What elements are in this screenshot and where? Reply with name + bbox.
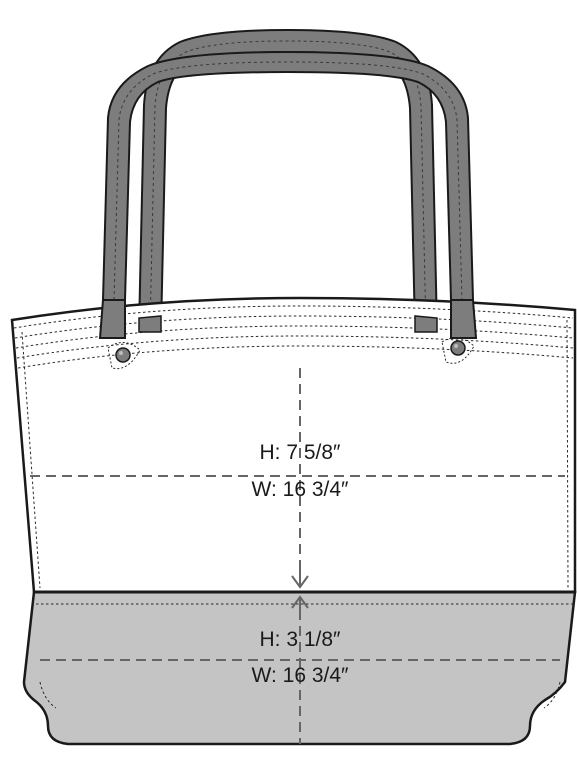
upper-width-label: W: 16 3/4″ bbox=[251, 478, 349, 501]
arrow-up-icon bbox=[291, 595, 309, 616]
front-handle bbox=[98, 50, 478, 339]
upper-height-label: H: 7 5/8″ bbox=[259, 441, 341, 464]
rivet-right-icon bbox=[441, 337, 475, 364]
rivet-left-icon bbox=[107, 342, 141, 370]
bottom-panel-stitching bbox=[36, 603, 573, 709]
dimension-lines bbox=[30, 368, 565, 744]
lower-width-label: W: 16 3/4″ bbox=[251, 664, 349, 687]
lower-height-label: H: 3 1/8″ bbox=[259, 628, 341, 651]
back-handle-straps bbox=[138, 315, 438, 333]
arrow-down-icon bbox=[291, 568, 309, 589]
